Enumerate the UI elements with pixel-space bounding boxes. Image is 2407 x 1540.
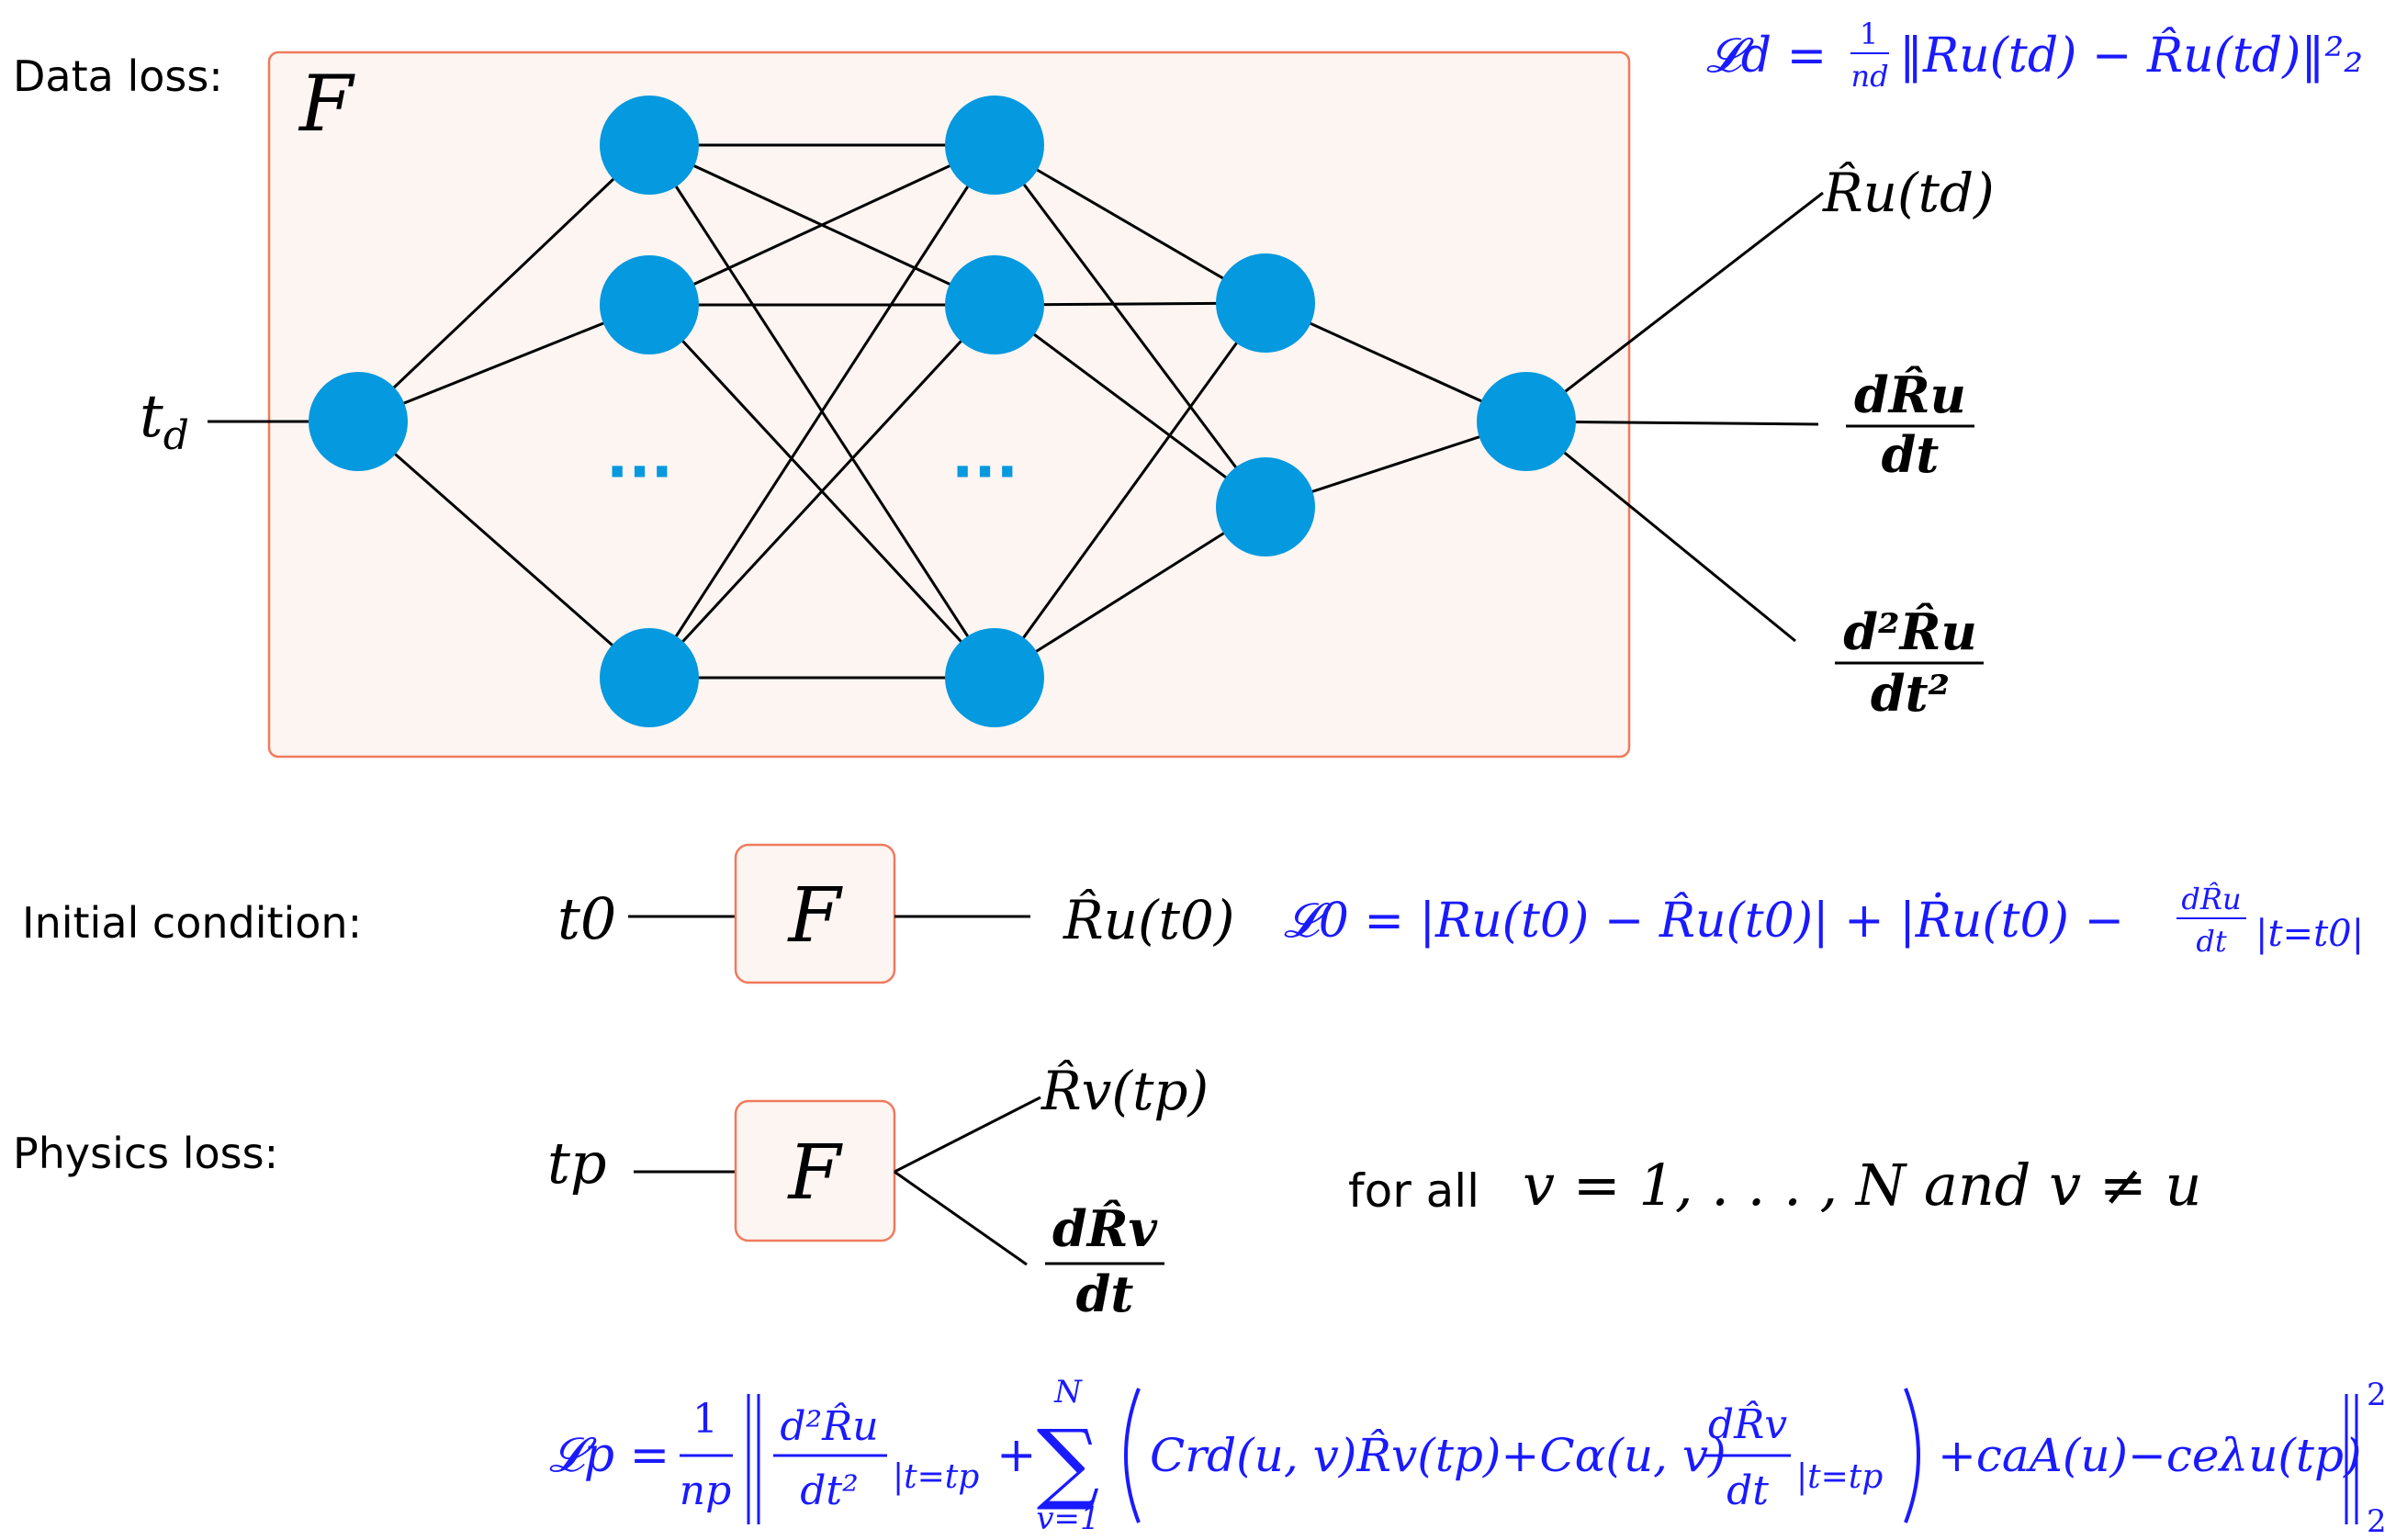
node-hidden-1-2 xyxy=(600,255,699,354)
node-hidden-2-3 xyxy=(945,628,1044,727)
physics-output-line-1 xyxy=(894,1096,1041,1174)
network-nodes xyxy=(309,96,1576,727)
output-ru-td: R̂u(td) xyxy=(1822,161,1995,224)
section-label-initial-condition: Initial condition: xyxy=(22,898,362,948)
network-label: F xyxy=(298,59,355,149)
formula-physics-sum-top: N xyxy=(1053,1374,1083,1411)
formula-physics-norm-sup: 2 xyxy=(2367,1377,2387,1413)
section-label-physics-loss: Physics loss: xyxy=(13,1129,278,1178)
formula-physics-loss: 𝓛p = 1 np d²R̂u dt² |t=tp + N ∑ v=1 Crd(… xyxy=(549,1374,2387,1540)
node-hidden-2-1 xyxy=(945,96,1044,195)
output-d2ru-dt2-den: dt² xyxy=(1871,664,1950,723)
output-d2ru-dt2-num: d²R̂u xyxy=(1843,602,1977,661)
formula-physics-dv-num: dR̂v xyxy=(1708,1399,1787,1448)
physics-output-line-2 xyxy=(894,1170,1028,1266)
physics-output-drv-dt-den: dt xyxy=(1076,1265,1134,1323)
output-dru-dt-den: dt xyxy=(1882,425,1940,484)
formula-physics-sum-symbol: ∑ xyxy=(1037,1411,1100,1513)
formula-initial-loss: 𝓛0 = |Ru(t0) − R̂u(t0)| + |Ṙu(t0) − dR̂u… xyxy=(1284,882,2364,959)
node-output xyxy=(1477,372,1576,471)
formula-physics-inner: Crd(u, v)R̂v(tp)+Cα(u, v) xyxy=(1150,1428,1727,1482)
formula-physics-d2-den: dt² xyxy=(800,1467,859,1514)
node-hidden-3-1 xyxy=(1216,253,1315,353)
formula-initial-loss-frac-num: dR̂u xyxy=(2181,882,2241,916)
formula-physics-lhs: 𝓛p = xyxy=(549,1428,669,1483)
physics-condition-prefix: for all xyxy=(1348,1164,1479,1218)
formula-physics-paren-left xyxy=(1124,1388,1141,1523)
formula-physics-frac-num: 1 xyxy=(692,1396,718,1443)
formula-data-loss-frac-num: 1 xyxy=(1860,17,1878,51)
node-hidden-3-2 xyxy=(1216,457,1315,556)
node-hidden-2-2 xyxy=(945,255,1044,354)
output-dru-dt-num: dR̂u xyxy=(1854,365,1966,424)
ellipsis-layer-1: ··· xyxy=(606,439,673,507)
initial-network-box xyxy=(734,843,896,984)
network-box xyxy=(267,51,1631,759)
formula-physics-norm-sub: 2 xyxy=(2367,1503,2387,1540)
ellipsis-layer-2: ··· xyxy=(951,439,1018,507)
physics-output-rv-tp: R̂v(tp) xyxy=(1040,1059,1209,1122)
section-label-data-loss: Data loss: xyxy=(13,51,223,101)
formula-physics-paren-right xyxy=(1904,1388,1920,1523)
physics-network-label: F xyxy=(787,1130,844,1217)
node-hidden-1-1 xyxy=(600,96,699,195)
formula-data-loss-frac-den: nd xyxy=(1850,59,1888,94)
physics-output-drv-dt-num: dR̂v xyxy=(1052,1199,1158,1258)
network-input-label: td xyxy=(140,383,189,459)
formula-physics-dv-den: dt xyxy=(1727,1467,1769,1514)
formula-physics-plus: + xyxy=(996,1428,1037,1483)
formula-initial-loss-part1: 𝓛0 = |Ru(t0) − R̂u(t0)| + |Ṙu(t0) − xyxy=(1284,893,2124,949)
formula-data-loss: 𝓛d = 1 nd ‖Ru(td) − R̂u(td)‖²₂ xyxy=(1706,17,2363,94)
formula-physics-tail: +caA(u)−ceλu(tp) xyxy=(1938,1429,2362,1482)
node-hidden-1-3 xyxy=(600,628,699,727)
formula-initial-loss-frac-den: dt xyxy=(2196,924,2226,959)
physics-input-label: tp xyxy=(547,1130,607,1197)
formula-physics-d2-num: d²R̂u xyxy=(780,1401,878,1450)
initial-network-label: F xyxy=(787,872,844,960)
initial-input-label: t0 xyxy=(557,885,616,952)
formula-physics-sum-bottom: v=1 xyxy=(1036,1501,1099,1537)
formula-initial-loss-part2: |t=t0| xyxy=(2255,913,2364,955)
physics-condition-math: v = 1, . . . , N and v ≠ u xyxy=(1523,1152,2202,1219)
formula-physics-eval-2: |t=tp xyxy=(1796,1458,1883,1496)
formula-physics-eval-1: |t=tp xyxy=(893,1458,979,1496)
initial-output-label: R̂u(t0) xyxy=(1063,888,1235,951)
formula-physics-frac-den: np xyxy=(680,1467,732,1514)
node-input xyxy=(309,372,408,471)
formula-data-loss-rhs: ‖Ru(td) − R̂u(td)‖²₂ xyxy=(1899,28,2363,84)
formula-data-loss-lhs: 𝓛d = xyxy=(1706,28,1827,84)
